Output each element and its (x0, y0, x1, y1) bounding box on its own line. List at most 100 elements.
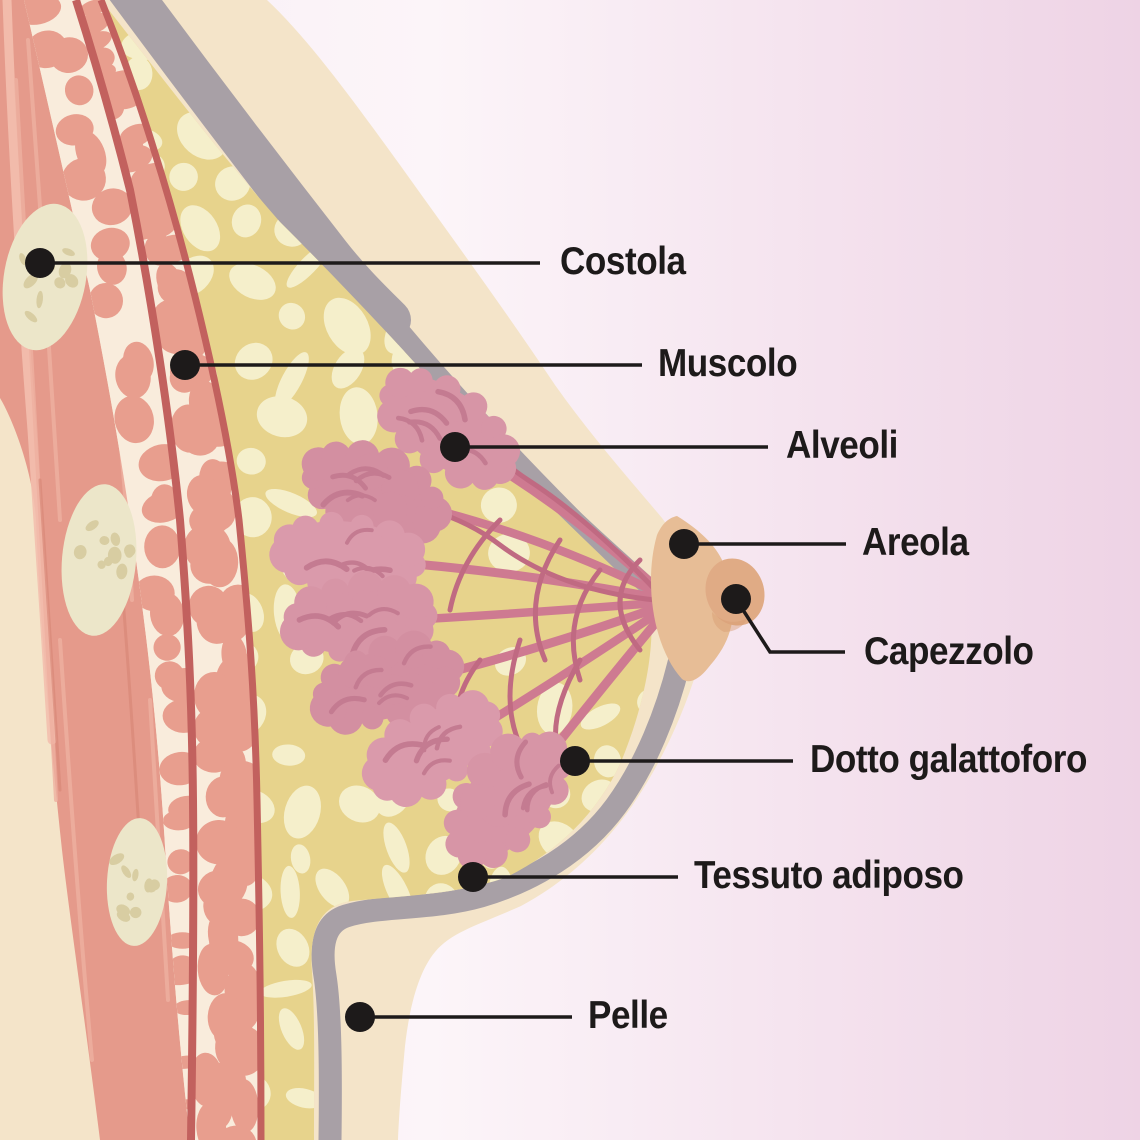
fat-lobule-blob (236, 447, 266, 475)
fat-lobule-blob (339, 387, 378, 445)
cluster-detail-arc (328, 695, 367, 715)
cluster-bump (319, 511, 344, 537)
fat-lobule-blob (648, 1107, 652, 1140)
fat-lobule-blob (574, 303, 621, 348)
callout-dot (25, 248, 55, 278)
fat-lobule-blob (169, 162, 198, 191)
fat-lobule-blob (443, 23, 476, 49)
marble-blob (219, 1025, 261, 1076)
rib-speck (103, 556, 113, 567)
label-costola: Costola (560, 239, 686, 283)
callout-dot (440, 432, 470, 462)
fat-lobule-blob (383, 822, 410, 873)
cluster-detail-arc (378, 681, 414, 698)
cluster-detail-arc (344, 527, 374, 545)
rib-speck (97, 560, 106, 569)
marble-blob (174, 1000, 194, 1016)
marble-blob (205, 607, 249, 644)
marble-blob (167, 849, 194, 875)
rib-speck (116, 904, 131, 917)
callout-dot (170, 350, 200, 380)
fat-lobule-blob (278, 302, 306, 330)
callout-pelle (345, 1002, 572, 1032)
fat-lobule-blob (338, 785, 381, 823)
rib-speck (36, 290, 44, 309)
marble-blob (144, 525, 181, 569)
fat-lobule-blob (645, 0, 678, 1)
alveoli-cluster (443, 731, 573, 870)
marble-blob (153, 634, 181, 661)
rib-speck (85, 520, 99, 532)
rib-speck (62, 248, 75, 257)
alveoli-cluster (279, 570, 438, 663)
fat-lobule-blob (475, 56, 515, 99)
cluster-detail-arc (548, 763, 561, 795)
cluster-bump (421, 486, 444, 510)
rib-speck (126, 892, 135, 901)
rib-speck (65, 274, 79, 288)
cluster-detail-arc (435, 388, 468, 423)
callout-muscolo (170, 350, 642, 380)
marble-blob (150, 592, 185, 637)
fat-lobule-blob (619, 923, 652, 959)
cluster-detail-arc (366, 607, 400, 618)
cluster-bump (338, 656, 371, 689)
fat-lobule-blob (283, 785, 321, 839)
fat-lobule-blob (278, 1008, 305, 1050)
fat-lobule-blob (596, 157, 640, 196)
cluster-bump (419, 445, 448, 474)
rib-speck (132, 868, 139, 882)
fat-lobule-blob (417, 1135, 457, 1140)
cluster-bump (360, 706, 384, 730)
alveoli-cluster (301, 440, 453, 544)
cluster-detail-arc (377, 693, 410, 706)
label-dotto-galattoforo: Dotto galattoforo (810, 737, 1087, 781)
fat-lobule-blob (489, 5, 543, 50)
fat-lobule-blob (229, 263, 276, 300)
fat-lobule-blob (331, 348, 365, 389)
rib-bone (61, 484, 137, 636)
rib-speck (54, 277, 66, 289)
fat-lobule-blob (234, 342, 273, 380)
marble-blob (49, 37, 89, 73)
label-areola: Areola (862, 520, 969, 564)
cluster-detail-arc (346, 466, 386, 478)
fat-lobule-blob (398, 106, 423, 135)
fat-lobule-blob (519, 313, 562, 332)
marble-blob (161, 668, 194, 703)
rib-speck (121, 865, 132, 878)
fat-lobule-blob (638, 1063, 652, 1111)
fat-lobule-blob (633, 113, 652, 149)
cluster-bump (527, 805, 551, 829)
callout-alveoli (440, 432, 768, 462)
callout-dot (345, 1002, 375, 1032)
fat-lobule-blob (650, 466, 652, 484)
cluster-bump (443, 809, 470, 836)
callout-dot (458, 862, 488, 892)
fat-lobule-blob (597, 413, 621, 437)
callout-dot (669, 529, 699, 559)
label-alveoli: Alveoli (786, 423, 898, 467)
label-capezzolo: Capezzolo (864, 629, 1034, 673)
fat-lobule-blob (482, 916, 510, 961)
fat-lobule-blob (545, 206, 588, 228)
fat-lobule-blob (276, 928, 310, 967)
fat-lobule-blob (547, 0, 579, 55)
fat-lobule-blob (594, 925, 640, 949)
fat-lobule-blob (599, 205, 628, 231)
cluster-bump (292, 515, 319, 543)
callout-dot (721, 584, 751, 614)
fascia-lines (72, 0, 265, 1140)
cluster-bump (408, 368, 433, 393)
rib-speck (19, 253, 27, 266)
fat-lobule-blob (477, 205, 511, 244)
fat-lobule-blob (285, 1088, 323, 1109)
rib-speck (110, 532, 121, 546)
label-tessuto-adiposo: Tessuto adiposo (694, 853, 964, 897)
fat-lobule-blob (533, 1023, 564, 1064)
marble-blob (90, 227, 130, 262)
rib-speck (23, 273, 38, 289)
cluster-bump (397, 583, 434, 620)
fat-lobule-blob (290, 844, 311, 874)
